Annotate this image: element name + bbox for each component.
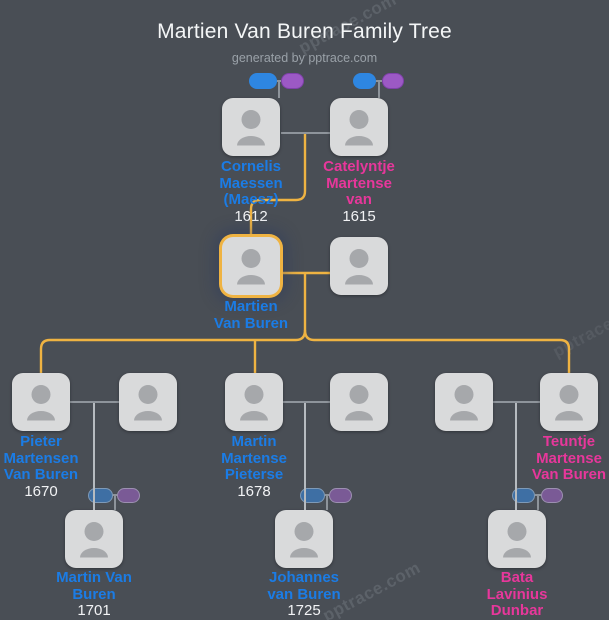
person-name-line: Lavinius xyxy=(486,585,548,603)
father-chip[interactable] xyxy=(88,488,113,503)
mother-chip[interactable] xyxy=(541,488,563,503)
person-name-line: Martense xyxy=(326,174,392,192)
person-card-martin_spouse[interactable] xyxy=(330,373,388,431)
mother-chip[interactable] xyxy=(281,73,304,89)
person-name-line: Dunbar xyxy=(490,602,544,619)
person-card-johannes[interactable] xyxy=(275,510,333,568)
person-card-pieter[interactable] xyxy=(12,373,70,431)
person-card-cornelis[interactable] xyxy=(222,98,280,156)
person-avatar-icon xyxy=(134,385,162,421)
person-avatar-icon xyxy=(450,385,478,421)
father-chip[interactable] xyxy=(300,488,325,503)
father-chip[interactable] xyxy=(512,488,535,503)
person-avatar-icon xyxy=(345,110,373,146)
person-card-martin_vb[interactable] xyxy=(65,510,123,568)
highlighted-lineage-line xyxy=(303,329,571,373)
person-card-pieter_spouse[interactable] xyxy=(119,373,177,431)
person-name-line: Van Buren xyxy=(531,466,607,483)
person-name-line: Martensen xyxy=(3,449,79,467)
person-name-line: Martense xyxy=(536,449,602,467)
person-name-line: Catelyntje xyxy=(323,158,395,175)
chart-header: Martien Van Buren Family Tree generated … xyxy=(0,20,609,65)
watermark-text: pptrace.com xyxy=(549,293,609,362)
chart-subtitle: generated by pptrace.com xyxy=(231,51,378,65)
person-avatar-icon xyxy=(80,522,108,558)
person-avatar-icon xyxy=(555,385,583,421)
person-birth-year: 1615 xyxy=(342,207,376,225)
person-name-line: Van Buren xyxy=(3,466,79,483)
person-avatar-icon xyxy=(27,385,55,421)
person-name-line: Teuntje xyxy=(542,433,596,450)
person-card-martin[interactable] xyxy=(225,373,283,431)
person-name-line: Pieter xyxy=(20,433,62,450)
person-avatar-icon xyxy=(503,522,531,558)
person-birth-year: 1678 xyxy=(237,482,271,500)
father-chip[interactable] xyxy=(353,73,376,89)
person-name-line: Martin Van xyxy=(56,569,132,586)
person-avatar-icon xyxy=(237,110,265,146)
mother-chip[interactable] xyxy=(382,73,404,89)
chart-title: Martien Van Buren Family Tree xyxy=(157,20,452,43)
father-chip[interactable] xyxy=(249,73,277,89)
person-name-line: Buren xyxy=(72,585,116,603)
person-avatar-icon xyxy=(240,385,268,421)
person-name-line: Martense xyxy=(221,449,287,467)
person-name-line: Johannes xyxy=(268,569,340,586)
person-card-catelyntje[interactable] xyxy=(330,98,388,156)
mother-chip[interactable] xyxy=(329,488,352,503)
person-name-line: Pieterse xyxy=(224,466,284,483)
person-birth-year: 1725 xyxy=(287,602,321,619)
person-name-line: Martin xyxy=(231,433,277,450)
person-name-line: van Buren xyxy=(267,585,341,603)
person-name-line: Martien xyxy=(224,298,278,315)
person-card-bata[interactable] xyxy=(488,510,546,568)
person-avatar-icon xyxy=(345,249,373,285)
person-name-line: Van Buren xyxy=(213,314,289,332)
person-name-line: van xyxy=(346,191,372,208)
person-card-martien[interactable] xyxy=(222,237,280,295)
person-avatar-icon xyxy=(237,249,265,285)
mother-chip[interactable] xyxy=(117,488,140,503)
person-birth-year: 1670 xyxy=(24,482,58,500)
person-card-unknown_partner[interactable] xyxy=(435,373,493,431)
person-avatar-icon xyxy=(345,385,373,421)
person-avatar-icon xyxy=(290,522,318,558)
person-name-line: Bata xyxy=(500,569,534,586)
person-card-teuntje[interactable] xyxy=(540,373,598,431)
person-card-martien_spouse[interactable] xyxy=(330,237,388,295)
person-birth-year: 1701 xyxy=(77,602,111,619)
